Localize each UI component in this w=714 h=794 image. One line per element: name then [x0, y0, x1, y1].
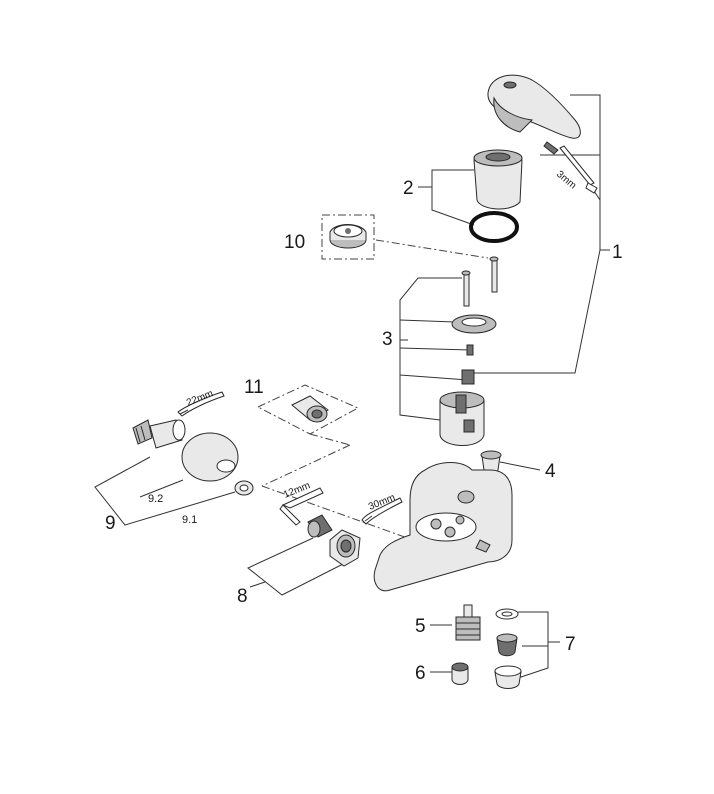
handle-lever [487, 74, 581, 139]
part-labels: 1 2 3 4 5 6 7 8 9 9.1 9.2 10 11 [105, 178, 623, 684]
cartridge-spring [466, 344, 474, 356]
diverter-spindle [455, 604, 481, 641]
label-9-2: 9.2 [148, 493, 163, 505]
rosette-washer [234, 480, 254, 496]
mixer-body [373, 462, 513, 592]
cap-sleeve [473, 149, 523, 210]
hex-key-12mm [279, 487, 324, 526]
union-nut [329, 529, 361, 567]
label-9: 9 [105, 513, 116, 534]
label-9-1: 9.1 [182, 514, 197, 526]
hex-key-3mm [559, 145, 598, 194]
dim-30mm-indicator [361, 497, 403, 525]
leader-lines [94, 94, 610, 679]
label-10: 10 [284, 232, 305, 253]
label-6: 6 [415, 663, 426, 684]
label-5: 5 [415, 616, 426, 637]
handle-screw [543, 141, 559, 155]
part-10-box [321, 214, 375, 260]
label-1: 1 [612, 242, 623, 263]
cartridge-ring [451, 314, 497, 334]
part-11-fitting [291, 395, 329, 423]
aerator-insert [496, 633, 518, 657]
dim-3mm: 3mm [554, 169, 578, 192]
label-7: 7 [565, 634, 576, 655]
o-ring [469, 211, 519, 243]
escutcheon-rosette [181, 432, 239, 482]
aerator-washer [495, 608, 519, 620]
dim-22mm-indicator [177, 391, 225, 417]
s-union-threaded [132, 419, 186, 449]
cartridge-body [439, 391, 485, 446]
cartridge-adapter [461, 369, 475, 385]
label-8: 8 [237, 586, 248, 607]
label-4: 4 [545, 461, 556, 482]
small-insert [451, 662, 469, 685]
label-11: 11 [244, 377, 264, 398]
union-nipple [307, 514, 333, 538]
aerator-housing [494, 665, 522, 689]
label-3: 3 [382, 329, 393, 350]
cartridge-screws [461, 256, 499, 307]
label-2: 2 [403, 178, 414, 199]
